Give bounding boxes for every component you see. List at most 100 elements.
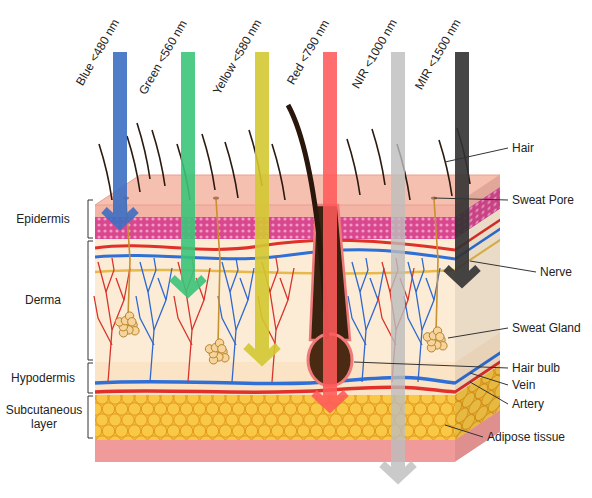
arrow-head [104,210,136,225]
capillary-branch [116,278,124,300]
leader-lines [445,425,483,437]
fat-cell [200,436,212,440]
fat-cell [408,436,420,440]
arrow-head [446,268,478,283]
fat-cell [317,436,329,440]
part-label: Vein [512,378,535,392]
fat-cell [375,403,387,415]
fat-cell [258,403,270,415]
fat-cell [148,436,160,440]
fat-cell [356,436,368,440]
capillary-branch [370,278,378,300]
fat-cell [109,436,121,440]
fat-cell [141,425,153,437]
wavelength-label: Red <790 nm [284,17,332,87]
fat-cell [304,436,316,440]
arrow-head [172,278,204,293]
fat-cell [427,425,439,437]
light-arrows [104,52,478,479]
capillary-branch [136,296,154,345]
fat-cell [434,414,446,426]
arrow-shaft [323,52,337,403]
fat-cell [369,436,381,440]
fat-cell [427,403,439,415]
fat-cell [343,414,355,426]
fat-cell [232,403,244,415]
layer-label: Hypodermis [11,371,75,385]
light-arrow [246,52,278,361]
fat-cell [291,414,303,426]
arrow-shaft [113,52,127,220]
fat-cell [336,425,348,437]
fat-cell [258,425,270,437]
fat-cell [239,436,251,440]
fat-cell [148,414,160,426]
fat-cell [115,425,127,437]
hair-strand [439,140,452,196]
fat-cell [447,436,455,440]
arrow-shaft [455,52,469,278]
fat-cell [317,414,329,426]
layer-brackets [88,200,93,438]
capillary-branch [280,278,288,300]
fat-cell [95,425,102,437]
sweat-duct [216,199,220,344]
fat-cell [180,403,192,415]
capillary-branch [106,258,114,292]
capillary-branch [158,278,166,300]
fat-cell [206,403,218,415]
fat-cell [408,414,420,426]
fat-cell [330,414,342,426]
hair-strand [137,123,150,179]
part-label: Hair [512,141,534,155]
part-label: Sweat Gland [512,321,581,335]
fat-cell [154,403,166,415]
fat-cell [252,414,264,426]
arrow-shaft [391,52,405,474]
capillary-branch [230,258,238,292]
hair-strand [272,144,285,200]
fat-cell [349,425,361,437]
layer-brackets [88,363,93,393]
fat-cell [135,436,147,440]
capillary-branch [94,296,112,345]
fat-cell [414,425,426,437]
fat-cell [95,436,96,440]
wavelength-label: NIR <1000 nm [349,17,400,91]
fat-cell [362,403,374,415]
sweat-pore [213,197,219,200]
part-label: Sweat Pore [512,193,574,207]
skin-surface [95,175,500,205]
fat-cell [122,436,134,440]
fat-cell [154,425,166,437]
capillary [404,258,440,382]
hair-strand [347,139,360,195]
leader-lines [354,148,536,437]
light-arrow [314,52,346,408]
fat-cell [421,414,433,426]
leader-lines [354,362,508,368]
arrow-head [246,346,278,361]
part-label: Hair bulb [512,361,560,375]
arrow-shaft [255,52,269,356]
sweat-duct [434,199,438,332]
fat-cell [265,414,277,426]
fat-cell [421,436,433,440]
fat-cell [265,436,277,440]
fat-cell [193,425,205,437]
capillary [218,258,254,382]
fat-cell [226,414,238,426]
capillary-branch [276,268,294,330]
fat-cell [414,403,426,415]
fat-cell [115,403,127,415]
fat-cell [245,425,257,437]
light-arrow [172,52,204,293]
fat-cell [271,425,283,437]
leader-lines [448,328,508,338]
capillary-branch [270,258,278,292]
fat-cell [180,425,192,437]
fat-cell [278,414,290,426]
capillary-branch [218,296,236,345]
skin-structures [94,105,470,386]
